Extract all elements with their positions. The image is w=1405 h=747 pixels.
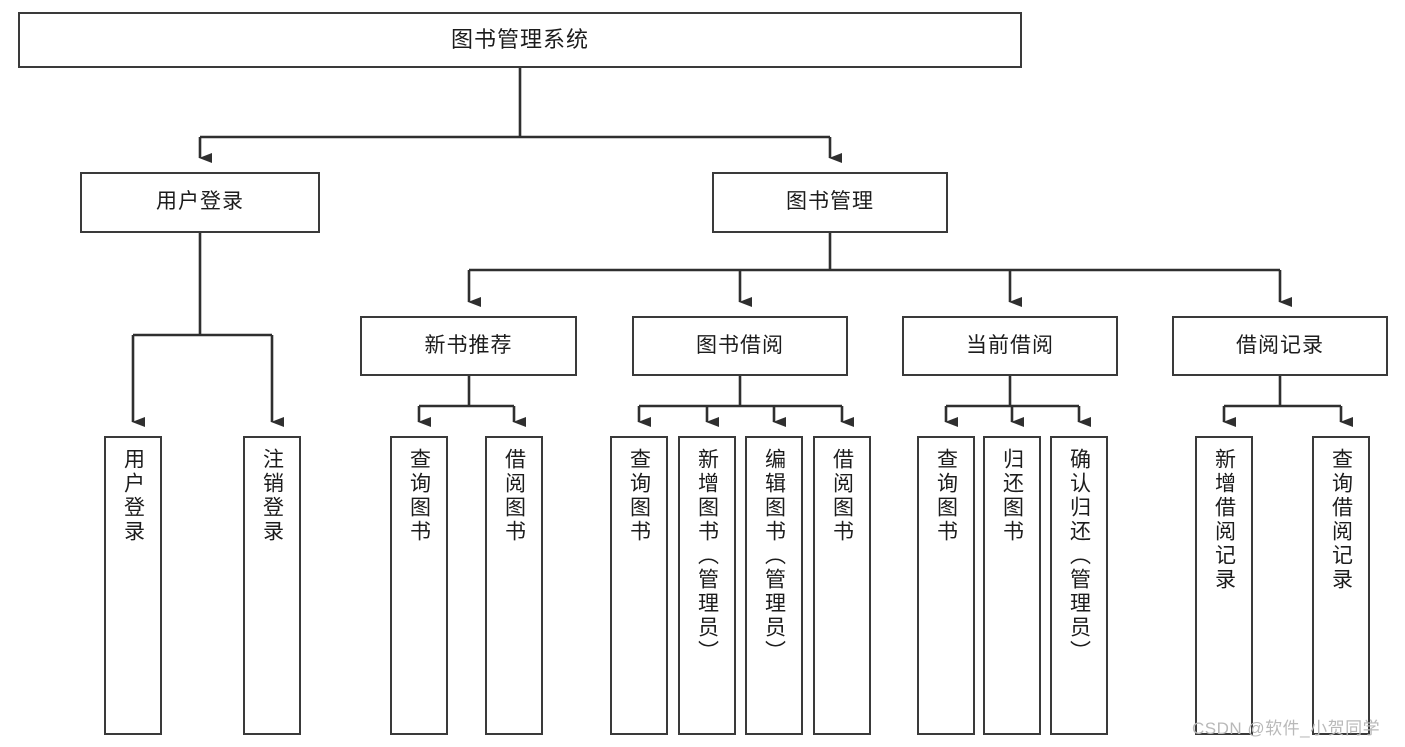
leaf-user-login-login[interactable]: 用户登录 xyxy=(104,436,162,735)
node-label: 借阅图书 xyxy=(830,448,854,544)
node-book-borrow[interactable]: 图书借阅 xyxy=(632,316,848,376)
node-label: 归还图书 xyxy=(1000,448,1024,544)
leaf-cb-query-book[interactable]: 查询图书 xyxy=(917,436,975,735)
node-label: 新书推荐 xyxy=(424,333,513,357)
leaf-bb-add-book-admin[interactable]: 新增图书（管理员） xyxy=(678,436,736,735)
node-label: 查询图书 xyxy=(407,448,431,544)
leaf-bb-edit-book-admin[interactable]: 编辑图书（管理员） xyxy=(745,436,803,735)
node-label: 图书管理系统 xyxy=(450,26,589,52)
leaf-cb-return-book[interactable]: 归还图书 xyxy=(983,436,1041,735)
node-label: 查询借阅记录 xyxy=(1329,448,1353,592)
node-new-book-recommend[interactable]: 新书推荐 xyxy=(360,316,577,376)
node-label: 确认归还（管理员） xyxy=(1067,448,1091,664)
node-label: 图书借阅 xyxy=(696,333,784,357)
node-current-borrow[interactable]: 当前借阅 xyxy=(902,316,1118,376)
leaf-bb-borrow-book[interactable]: 借阅图书 xyxy=(813,436,871,735)
csdn-watermark: CSDN @软件_小贺同学 xyxy=(1192,719,1381,738)
leaf-user-login-logout[interactable]: 注销登录 xyxy=(243,436,301,735)
node-label: 用户登录 xyxy=(156,190,244,214)
node-label: 注销登录 xyxy=(260,448,284,544)
node-label: 图书管理 xyxy=(786,190,874,214)
node-label: 新增图书（管理员） xyxy=(695,448,719,664)
node-label: 借阅记录 xyxy=(1236,333,1324,357)
node-label: 查询图书 xyxy=(934,448,958,544)
node-label: 当前借阅 xyxy=(966,333,1054,357)
leaf-nbr-query-book[interactable]: 查询图书 xyxy=(390,436,448,735)
node-label: 查询图书 xyxy=(627,448,651,544)
node-label: 新增借阅记录 xyxy=(1212,448,1236,592)
leaf-nbr-borrow-book[interactable]: 借阅图书 xyxy=(485,436,543,735)
node-root-book-management-system[interactable]: 图书管理系统 xyxy=(18,12,1022,68)
node-book-management[interactable]: 图书管理 xyxy=(712,172,948,233)
node-user-login[interactable]: 用户登录 xyxy=(80,172,320,233)
leaf-cb-confirm-return-admin[interactable]: 确认归还（管理员） xyxy=(1050,436,1108,735)
node-label: 借阅图书 xyxy=(502,448,526,544)
leaf-bb-query-book[interactable]: 查询图书 xyxy=(610,436,668,735)
node-label: 用户登录 xyxy=(121,448,145,544)
leaf-br-add-record[interactable]: 新增借阅记录 xyxy=(1195,436,1253,735)
leaf-br-query-record[interactable]: 查询借阅记录 xyxy=(1312,436,1370,735)
node-label: 编辑图书（管理员） xyxy=(762,448,786,664)
node-borrow-record[interactable]: 借阅记录 xyxy=(1172,316,1388,376)
